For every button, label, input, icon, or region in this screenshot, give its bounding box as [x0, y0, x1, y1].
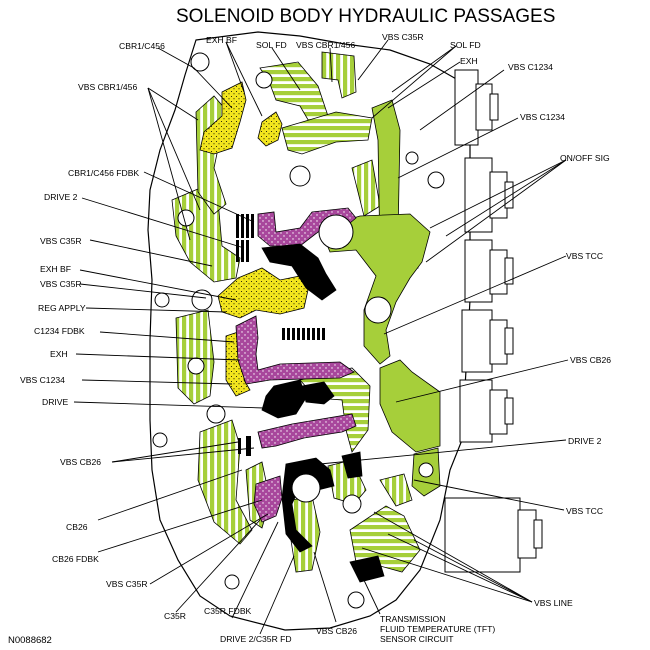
label-vbs-cbr1-456-top: VBS CBR1/456 — [296, 40, 355, 50]
reference-code: N0088682 — [8, 635, 52, 646]
label-reg-apply: REG APPLY — [38, 303, 86, 313]
label-vbs-cb26-left: VBS CB26 — [60, 457, 101, 467]
label-tft-line1: TRANSMISSION — [380, 614, 445, 624]
solenoid-connector-2 — [464, 157, 514, 233]
solenoid-connector-1 — [454, 69, 499, 146]
label-drive-2-right: DRIVE 2 — [568, 436, 602, 446]
label-tft-line3: SENSOR CIRCUIT — [380, 634, 454, 644]
bolt-holes — [152, 52, 445, 609]
diagram-title: SOLENOID BODY HYDRAULIC PASSAGES — [176, 6, 555, 27]
label-vbs-cb26-bottom: VBS CB26 — [316, 626, 357, 636]
label-drive-left: DRIVE — [42, 397, 69, 407]
label-tft-line2: FLUID TEMPERATURE (TFT) — [380, 624, 495, 634]
label-sol-fd-1: SOL FD — [256, 40, 287, 50]
drive-slot-1 — [246, 436, 251, 456]
label-vbs-tcc-right1: VBS TCC — [566, 251, 603, 261]
label-cb26-fdbk: CB26 FDBK — [52, 554, 99, 564]
label-cbr1-c456-fdbk: CBR1/C456 FDBK — [68, 168, 139, 178]
label-sol-fd-2: SOL FD — [450, 40, 481, 50]
label-vbs-c35r-left1: VBS C35R — [40, 236, 82, 246]
label-c35r: C35R — [164, 611, 186, 621]
callout-labels: EXH BF CBR1/C456 SOL FD VBS CBR1/456 VBS… — [20, 32, 611, 644]
label-exh-bf-top: EXH BF — [206, 35, 237, 45]
label-on-off-sig: ON/OFF SIG — [560, 153, 610, 163]
label-drive-2-left: DRIVE 2 — [44, 192, 78, 202]
solenoid-connector-3 — [464, 239, 514, 303]
label-vbs-line: VBS LINE — [534, 598, 573, 608]
drive-comb-1 — [236, 214, 254, 262]
label-drive2-c35r-fd: DRIVE 2/C35R FD — [220, 634, 292, 644]
label-exh-bf-left: EXH BF — [40, 264, 71, 274]
solenoid-connectors — [444, 69, 543, 573]
drive-comb-2 — [282, 328, 325, 340]
solenoid-connector-4 — [461, 309, 514, 373]
leader-lines — [73, 39, 569, 635]
label-exh-left: EXH — [50, 349, 68, 359]
solenoid-connector-6 — [444, 497, 543, 573]
label-exh-top: EXH — [460, 56, 478, 66]
solenoid-connector-5 — [459, 379, 514, 443]
label-cbr1-c456: CBR1/C456 — [119, 41, 165, 51]
label-vbs-c1234-top: VBS C1234 — [508, 62, 553, 72]
label-vbs-cb26-right: VBS CB26 — [570, 355, 611, 365]
label-vbs-cbr1-456-left: VBS CBR1/456 — [78, 82, 137, 92]
label-vbs-tcc-right2: VBS TCC — [566, 506, 603, 516]
label-c1234-fdbk: C1234 FDBK — [34, 326, 85, 336]
label-vbs-c1234-left: VBS C1234 — [20, 375, 65, 385]
label-vbs-c1234-right: VBS C1234 — [520, 112, 565, 122]
label-vbs-c35r-bottom: VBS C35R — [106, 579, 148, 589]
drive-slot-2 — [238, 438, 241, 454]
label-cb26: CB26 — [66, 522, 88, 532]
label-c35r-fdbk: C35R FDBK — [204, 606, 252, 616]
label-vbs-c35r-left2: VBS C35R — [40, 279, 82, 289]
label-vbs-c35r-top: VBS C35R — [382, 32, 424, 42]
